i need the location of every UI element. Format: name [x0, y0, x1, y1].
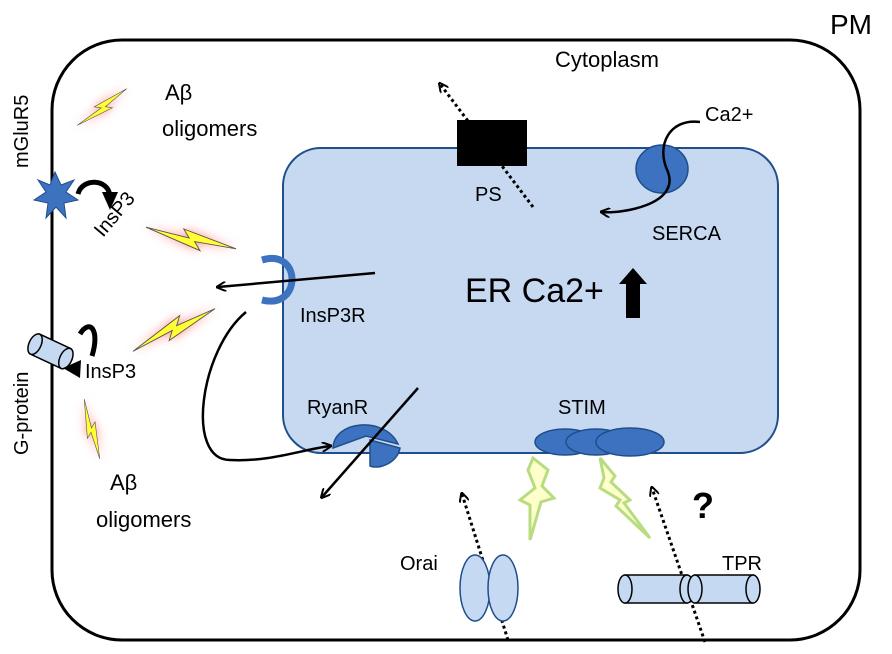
mglur5-label: mGluR5	[11, 95, 33, 168]
curved-arrow-icon	[77, 324, 98, 357]
abeta-top-label-2: oligomers	[162, 116, 257, 141]
ca2-label: Ca2+	[705, 104, 753, 126]
pm-label: PM	[830, 9, 872, 40]
up-arrow-icon	[619, 268, 647, 318]
insp3-lower-label: InsP3	[85, 361, 136, 383]
lightning-bolt-icon	[517, 455, 557, 541]
abeta-bottom-label-1: Aβ	[110, 470, 137, 495]
cicr-arrow	[201, 311, 330, 462]
lightning-bolt-icon	[598, 457, 652, 540]
orai-channel-right	[487, 554, 519, 622]
receptor-star-icon	[32, 170, 80, 220]
serca-pump	[635, 144, 689, 194]
abeta-top-label-1: Aβ	[165, 80, 192, 105]
question-mark: ?	[692, 485, 714, 526]
insp3r-arrow	[218, 271, 376, 287]
orai-label: Orai	[400, 553, 438, 575]
stim-cluster	[534, 427, 665, 457]
abeta-bottom-label-2: oligomers	[96, 507, 191, 532]
insp3r-label: InsP3R	[300, 305, 366, 327]
serca-label: SERCA	[652, 223, 722, 245]
ryanr-channel-lower	[369, 439, 401, 468]
cytoplasm-label: Cytoplasm	[555, 47, 659, 72]
stim-label: STIM	[558, 397, 606, 419]
tpr-label: TPR	[722, 553, 762, 575]
curved-arrow-head	[63, 360, 81, 378]
curved-arrow-head	[102, 192, 118, 210]
serca-arrow	[602, 120, 701, 213]
gprotein-label: G-protein	[11, 372, 33, 455]
ryanr-label: RyanR	[307, 397, 368, 419]
ps-dotted-arrow	[440, 84, 535, 208]
orai-channel-left	[459, 554, 491, 622]
tpr-channel	[617, 574, 761, 604]
ps-block	[457, 120, 527, 166]
ps-label: PS	[475, 184, 502, 206]
ryanr-arrow	[322, 387, 419, 497]
channel-cylinder-icon	[27, 333, 74, 370]
er-ca-label: ER Ca2+	[465, 272, 604, 310]
